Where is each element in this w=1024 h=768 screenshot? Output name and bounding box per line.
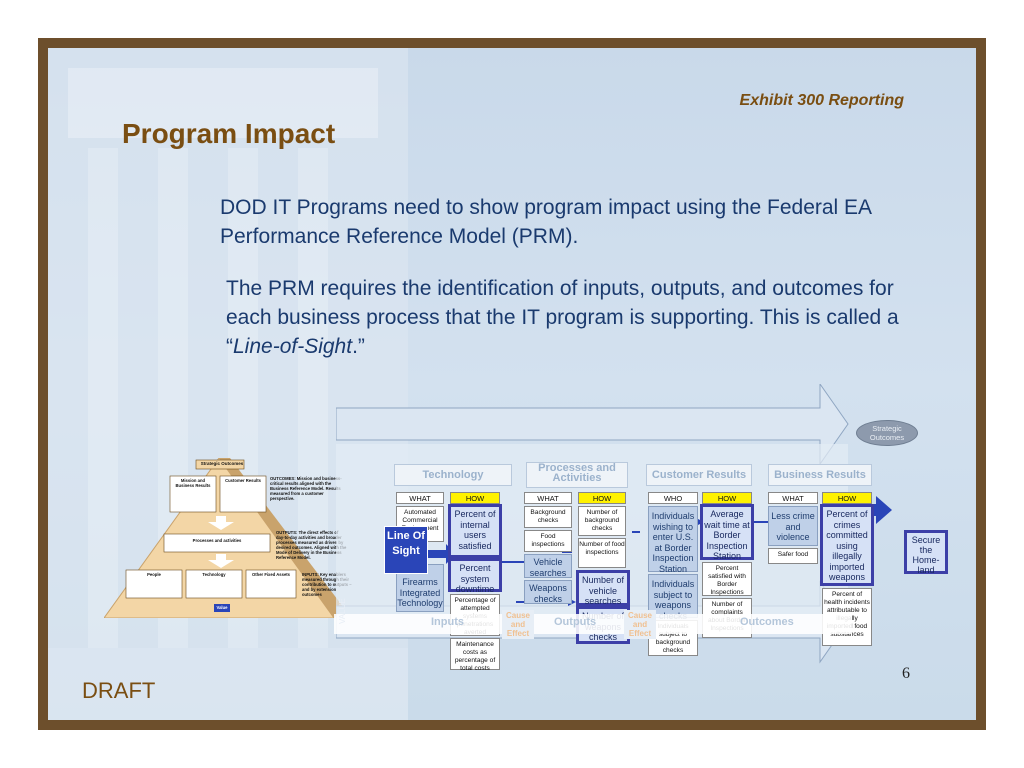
inputs-note: INPUTS: Key enablers measured through th… [302,572,352,597]
slide: Exhibit 300 Reporting Program Impact DOD… [48,48,976,720]
cust-who-cell: Individuals wishing to enter U.S. at Bor… [648,506,698,574]
header-customer-results: Customer Results [646,464,752,486]
pyramid-processes: Processes and activities [192,538,242,543]
pyramid-people: People [147,572,161,577]
proc-how-cell: Number of food inspections [578,538,626,568]
pyramid-customer-results: Customer Results [225,478,261,483]
cause-effect-label: Cause and Effect [624,610,656,639]
paragraph-end: .” [352,335,365,358]
value-axis-label: VALUE [338,598,347,624]
paragraph-line-of-sight: The PRM requires the identification of i… [226,274,926,361]
proc-what-cell: Vehicle searches [524,554,572,578]
proc-what-cell: Background checks [524,506,572,528]
proc-how-header: HOW [578,492,626,504]
line-of-sight-diagram: Technology Processes and Activities Cust… [334,384,948,674]
outcomes-label: Outcomes [740,616,794,628]
bus-what-cell: Safer food [768,548,818,564]
tech-what-header: WHAT [396,492,444,504]
header-business-results: Business Results [768,464,872,486]
line-of-sight-label: Line Of Sight [384,526,428,574]
inputs-label: Inputs [431,616,464,628]
header-technology: Technology [394,464,512,486]
tech-how-header: HOW [450,492,500,504]
cause-effect-label: Cause and Effect [502,610,534,639]
proc-what-cell: Weapons checks [524,580,572,604]
proc-how-highlight: Number of vehicle searches [576,570,630,606]
strategic-outcomes-oval: Strategic Outcomes [856,420,918,446]
proc-what-cell: Food inspections [524,530,572,552]
pyramid-value: Value [216,605,228,610]
pyramid-shape [103,457,344,619]
outputs-note: OUTPUTS: The direct effects of day-to-da… [276,530,347,560]
line-of-sight-emphasis: Line-of-Sight [233,335,353,358]
secure-homeland-box: Secure the Home-land [904,530,948,575]
cust-how-highlight: Average wait time at Border Inspection S… [700,504,754,561]
bus-what-cell: Less crime and violence [768,506,818,546]
outcomes-note: OUTCOMES: Mission and business-critical … [270,476,342,501]
outputs-label: Outputs [554,616,597,628]
slide-title: Program Impact [122,118,336,149]
pyramid-mission-results: Mission and Business Results [175,478,211,488]
paragraph-text: The PRM requires the identification of i… [226,277,899,358]
cust-how-cell: Percent satisfied with Border Inspection… [702,562,752,596]
cust-who-header: WHO [648,492,698,504]
paragraph-prm: DOD IT Programs need to show program imp… [220,196,871,248]
tech-how-highlight: Percent of internal users satisfied [448,504,502,558]
bus-how-highlight: Percent of crimes committed using illega… [820,504,874,586]
draft-label: DRAFT [82,678,156,703]
tech-how-cell: Maintenance costs as percentage of total… [450,638,500,672]
exhibit-label: Exhibit 300 Reporting [739,92,904,109]
bus-how-header: HOW [822,492,872,504]
tech-how-highlight: Percent system downtime [448,558,502,594]
proc-what-header: WHAT [524,492,572,504]
pyramid-strategic-outcomes: Strategic Outcomes [200,461,244,466]
page-number: 6 [902,665,910,682]
cust-how-header: HOW [702,492,752,504]
pyramid-technology: Technology [202,572,226,577]
prm-pyramid: Strategic Outcomes Mission and Business … [103,457,354,619]
header-processes: Processes and Activities [526,462,628,488]
value-band [334,614,852,634]
bus-what-header: WHAT [768,492,818,504]
proc-how-cell: Number of background checks [578,506,626,536]
pyramid-other-assets: Other Fixed Assets [251,572,290,577]
